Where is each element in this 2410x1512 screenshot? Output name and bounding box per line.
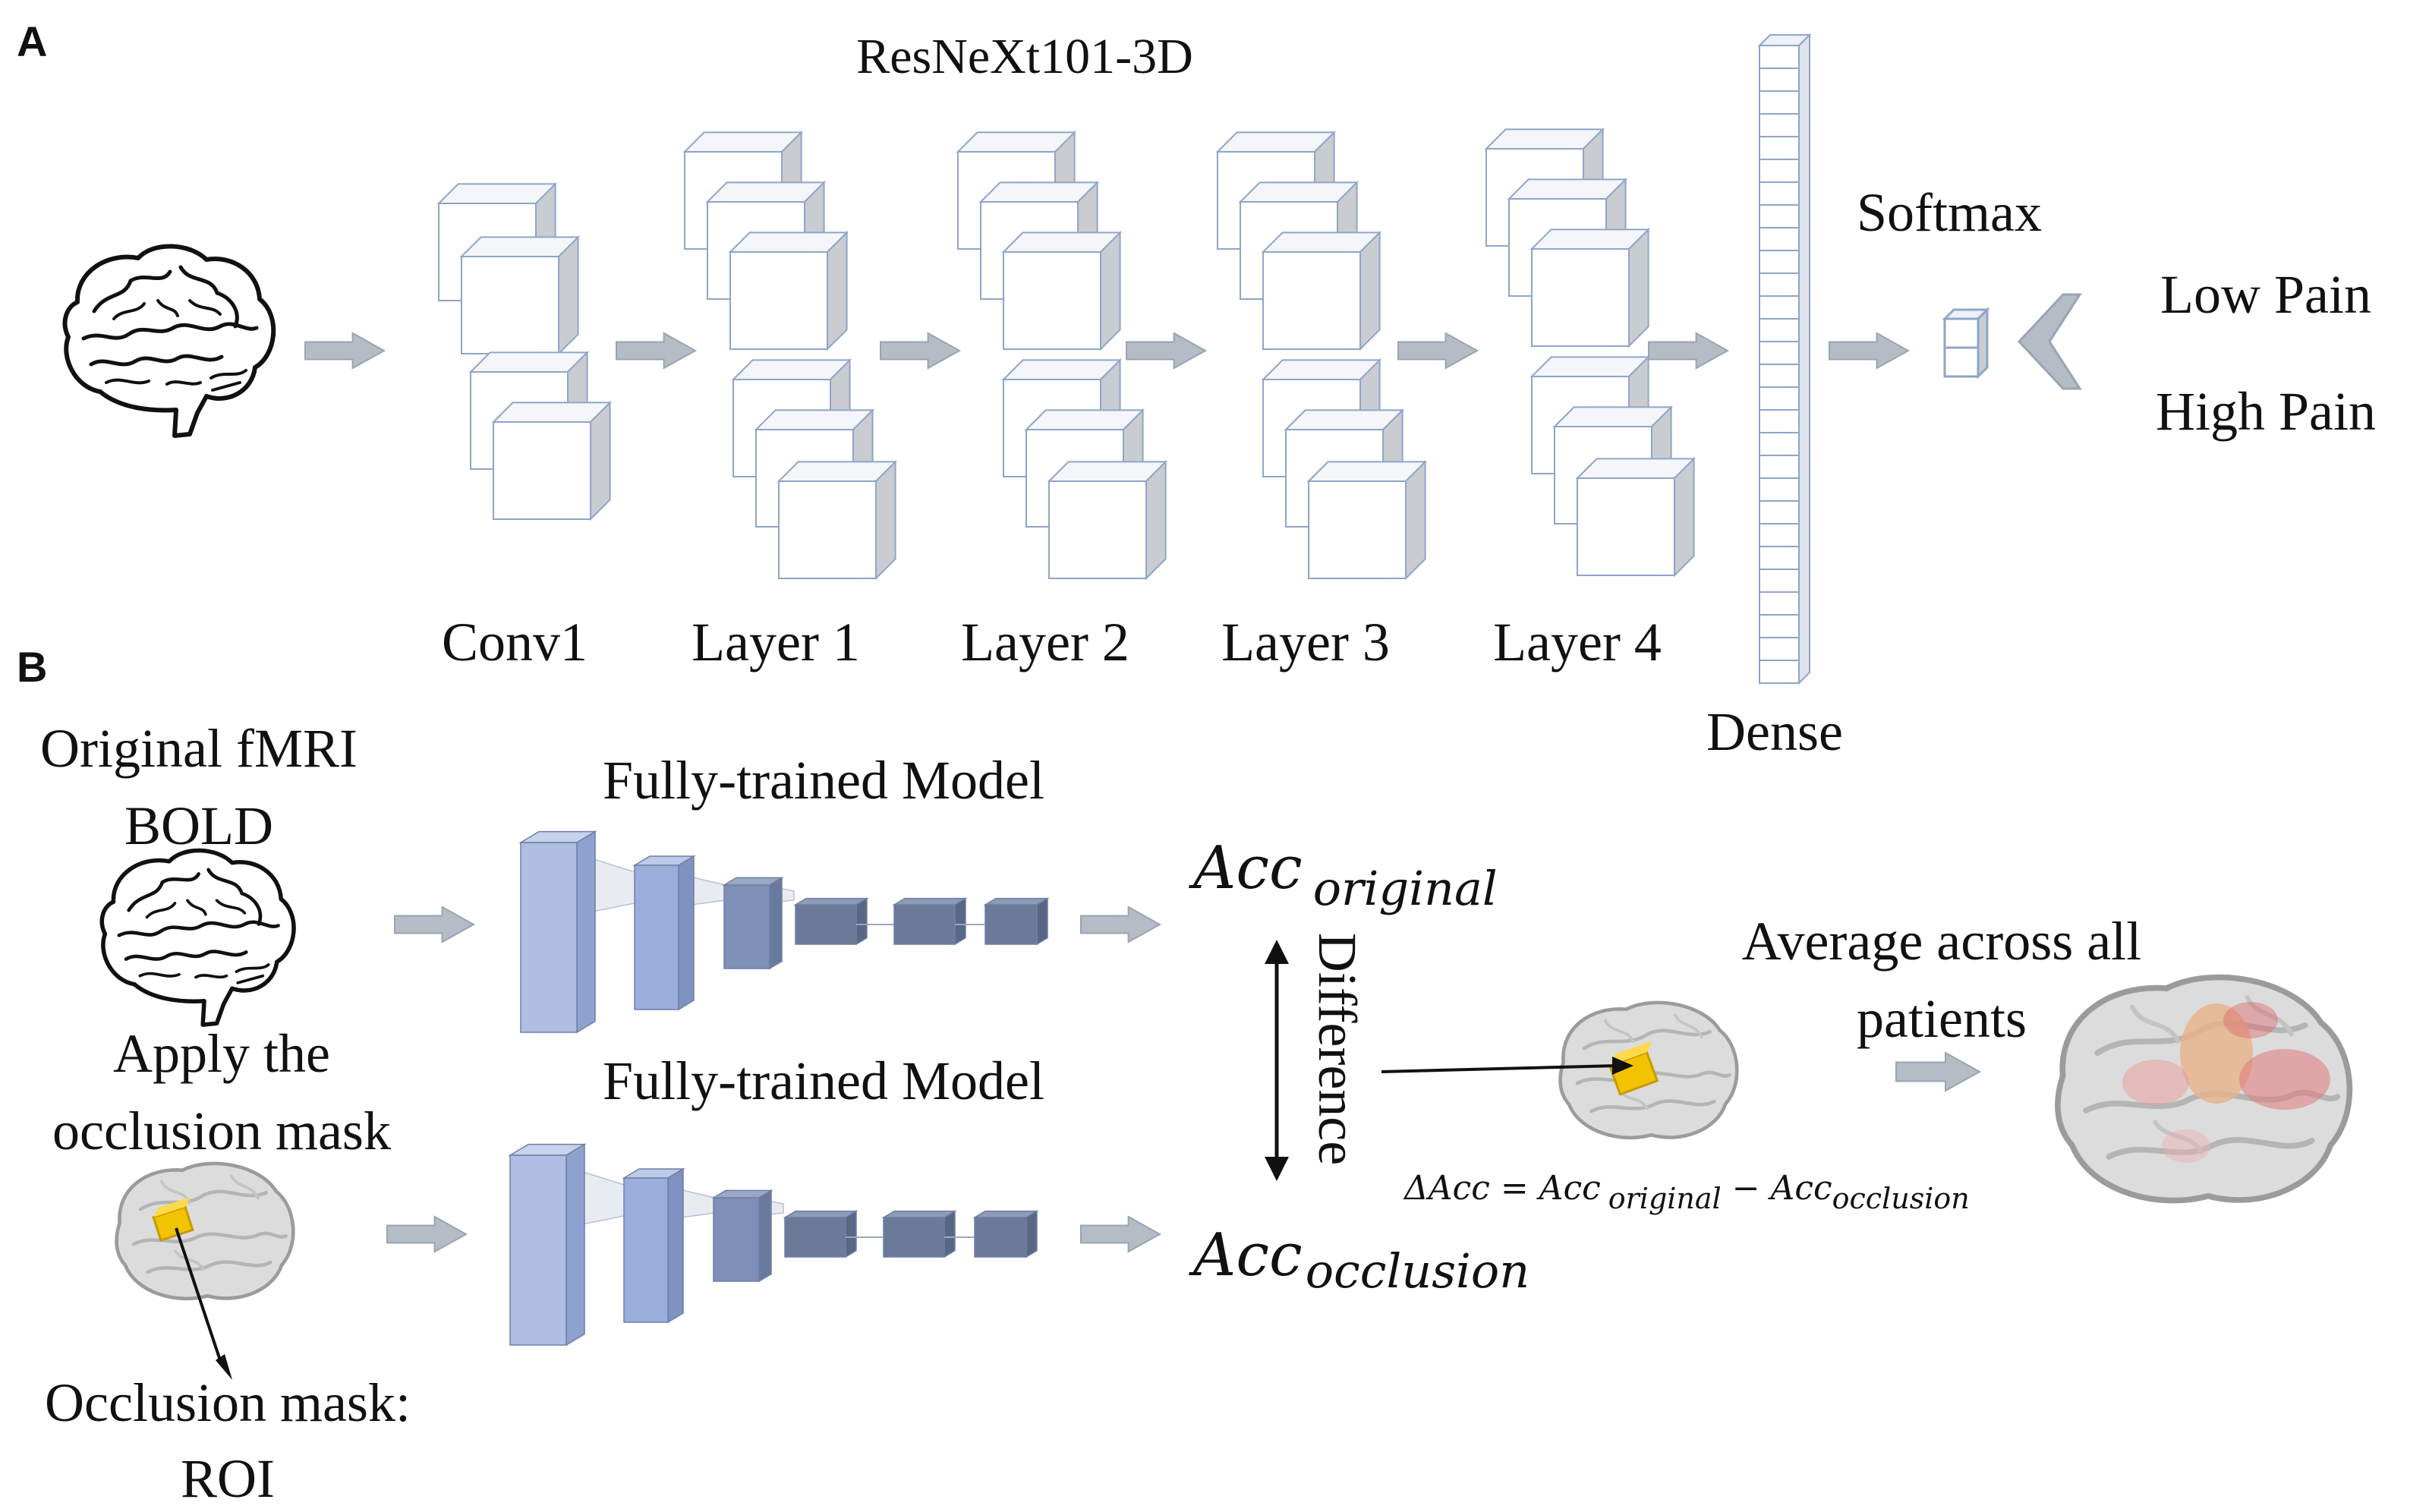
model-title: ResNeXt101-3D (856, 29, 1193, 84)
dense-layer-column (1757, 33, 1812, 685)
layer-label-layer1: Layer 1 (691, 612, 860, 673)
cube-stack4-bottom-3 (1306, 459, 1428, 581)
mask-label-line2: ROI (181, 1448, 275, 1509)
pipeline-arrow-1 (304, 332, 386, 370)
cnn-block-4 (783, 1210, 858, 1258)
pipeline-arrow-7 (1829, 332, 1911, 370)
mask-pointer-head (216, 1354, 232, 1380)
model-label-bottom: Fully-trained Model (603, 1051, 1044, 1111)
cnn-slab-2 (632, 855, 696, 1011)
dense-label: Dense (1706, 701, 1843, 762)
cnn-model-top (518, 830, 1050, 1034)
cube-stack2-top-3 (728, 230, 849, 351)
output-high-pain: High Pain (2156, 381, 2376, 442)
input-top-line1: Original fMRI (40, 718, 358, 779)
output-arrow-top (1080, 906, 1162, 943)
softmax-label: Softmax (1857, 182, 2042, 243)
roi-pointer-line (1381, 1064, 1618, 1073)
pipeline-arrow-3 (880, 332, 962, 370)
input-arrow-bottom (386, 1215, 468, 1253)
pipeline-arrow-6 (1648, 332, 1730, 370)
cnn-block-4 (793, 897, 869, 946)
pipeline-arrows (304, 332, 1982, 1253)
difference-label: Difference (1307, 933, 1368, 1165)
cube-stack4-top-3 (1261, 230, 1382, 351)
cnn-block-3 (711, 1189, 773, 1283)
brain-outline-icon (65, 246, 274, 436)
input-arrow-top (394, 906, 476, 943)
cnn-block-5 (881, 1210, 957, 1258)
panel-b-letter: B (17, 643, 47, 691)
cube-stack2-bottom-3 (777, 459, 898, 581)
cnn-block-6 (983, 897, 1050, 946)
mask-pointer-line (175, 1227, 222, 1361)
roi-pointer-head (1612, 1057, 1633, 1075)
layer-label-layer2: Layer 2 (961, 612, 1129, 673)
model-label-top: Fully-trained Model (603, 750, 1044, 811)
pipeline-arrow-2 (616, 332, 698, 370)
cnn-slab-1 (518, 830, 597, 1034)
input-bottom-line2: occlusion mask (52, 1101, 391, 1161)
cnn-slab-1 (508, 1143, 587, 1347)
cube-stack1-top-2 (459, 235, 581, 356)
cube-stack3-top-3 (1001, 230, 1123, 351)
cube-stack3-bottom-3 (1047, 459, 1168, 581)
softmax-box (1942, 307, 1990, 380)
difference-arrow (1265, 940, 1289, 1181)
pipeline-arrow-4 (1126, 332, 1208, 370)
average-line1: Average across all (1742, 911, 2141, 972)
cnn-model-bottom (508, 1143, 1039, 1347)
average-heatmap-brain (2058, 978, 2350, 1201)
layer-cubes (436, 127, 1696, 581)
layer-label-layer4: Layer 4 (1493, 612, 1662, 673)
output-low-pain: Low Pain (2160, 264, 2371, 325)
dense-side-face (1798, 33, 1810, 685)
layer-label-conv1: Conv1 (442, 612, 588, 673)
cnn-slab-2 (622, 1167, 685, 1324)
cube-stack5-top-3 (1529, 227, 1651, 348)
cube-stack1-bottom-2 (491, 400, 613, 521)
output-chevron (2017, 293, 2082, 390)
average-line2: patients (1857, 988, 2027, 1049)
output-arrow-bottom (1080, 1215, 1162, 1253)
mask-label-line1: Occlusion mask: (45, 1372, 411, 1433)
layer-label-layer3: Layer 3 (1221, 612, 1390, 673)
roi-mask-icon (152, 1197, 194, 1242)
pipeline-arrow-5 (1397, 332, 1479, 370)
fmri-brain-icon (102, 851, 294, 1025)
occluded-brain-icon (117, 1164, 294, 1299)
input-top-line2: BOLD (124, 795, 273, 856)
acc-occlusion: Accocclusion (1189, 1221, 1529, 1299)
panel-a-letter: A (17, 17, 47, 65)
cnn-block-5 (892, 897, 968, 946)
cnn-block-3 (722, 877, 784, 970)
average-arrow (1895, 1051, 1982, 1092)
cnn-block-6 (972, 1210, 1039, 1258)
cube-stack5-bottom-3 (1575, 456, 1696, 578)
input-bottom-line1: Apply the (113, 1023, 330, 1084)
